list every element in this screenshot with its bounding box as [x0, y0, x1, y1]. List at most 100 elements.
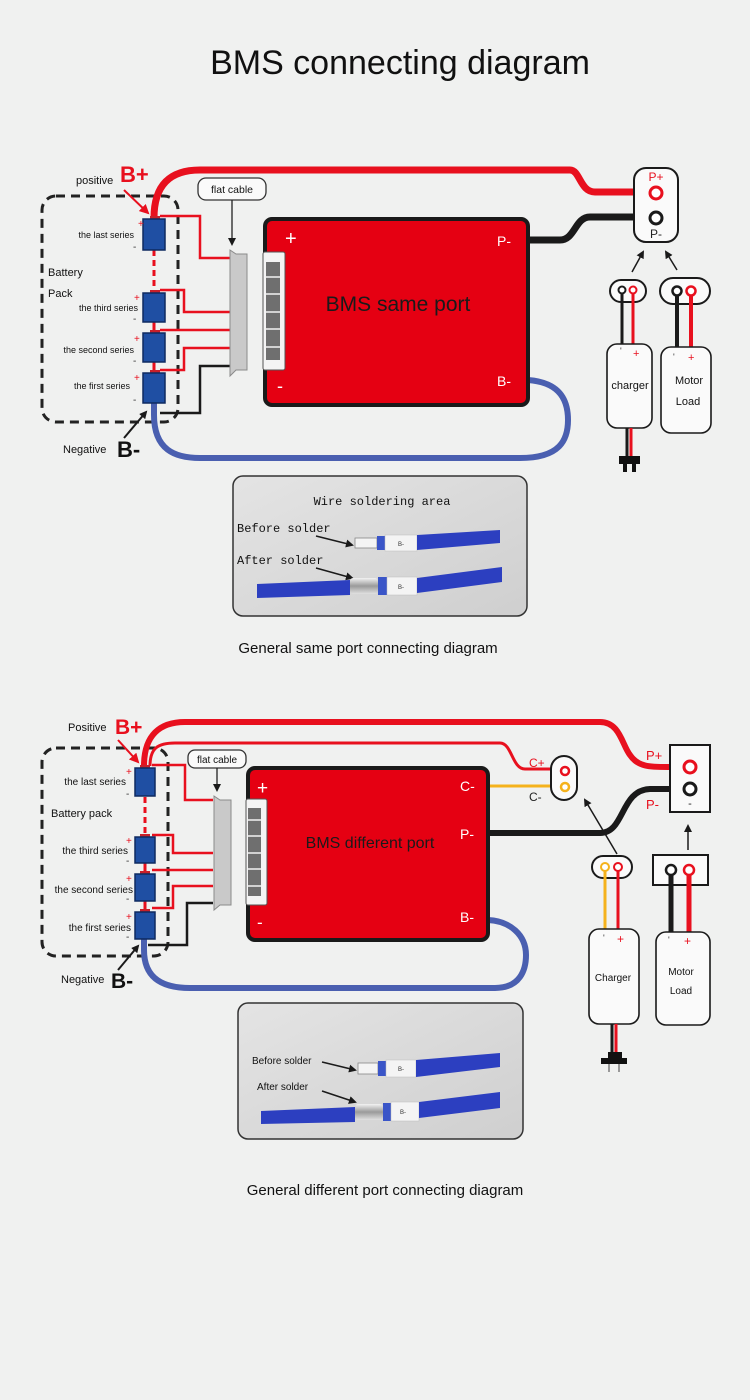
c-minus-label: C- — [529, 790, 542, 804]
caption-same-port: General same port connecting diagram — [238, 640, 497, 657]
c-minus-terminal — [559, 781, 571, 793]
battery-pack-outline — [40, 746, 170, 958]
before-arrow — [315, 535, 354, 548]
p-minus-wire — [528, 213, 655, 244]
battery-label: Pack — [48, 288, 73, 300]
flat-cable-label: flat cable — [211, 184, 253, 196]
battery-pack-outline — [40, 194, 180, 424]
charger-plus: + — [633, 348, 639, 360]
port-minus: - — [688, 798, 692, 810]
board-minus: - — [277, 376, 283, 396]
board-p-minus: P- — [460, 826, 474, 842]
after-solder-label: After solder — [237, 554, 323, 568]
b-minus-arrow — [117, 944, 140, 971]
charger-label: charger — [611, 380, 649, 392]
minus-sign: - — [133, 314, 136, 325]
plus-sign: + — [126, 836, 132, 847]
wire-tag: B- — [398, 585, 404, 591]
balance-wire-ground — [160, 364, 232, 415]
balance-wire-last — [160, 214, 232, 260]
charger: ' + Charger — [588, 855, 640, 1072]
charger-arrow — [631, 250, 644, 273]
b-plus-main-wire — [141, 719, 688, 770]
cell-second — [134, 871, 156, 902]
battery-label: Battery — [48, 267, 83, 279]
minus-sign: - — [126, 789, 129, 800]
cell-label: the third series — [62, 846, 128, 857]
wire-tag: B- — [400, 1110, 406, 1116]
p-plus-terminal — [648, 185, 664, 201]
cell-label: the last series — [64, 777, 126, 788]
page-title: BMS connecting diagram — [210, 44, 590, 82]
balance-wire-third — [160, 288, 232, 314]
c-plus-terminal — [559, 765, 571, 777]
plus-sign: + — [126, 912, 132, 923]
cell-first — [142, 370, 166, 404]
charge-port — [550, 755, 578, 801]
load-plus: + — [688, 352, 694, 364]
load-label-1: Motor — [668, 967, 694, 978]
solder-photo-panel: Wire soldering area Before solder B- Aft… — [232, 475, 528, 617]
p-plus-terminal — [682, 759, 698, 775]
board-b-minus: B- — [497, 373, 511, 389]
minus-sign: - — [133, 356, 136, 367]
caption-different-port: General different port connecting diagra… — [247, 1182, 524, 1199]
photo-title: Wire soldering area — [314, 495, 451, 509]
charger-minus: ' — [620, 346, 622, 356]
same-port-diagram: the last series + - the third series + -… — [40, 162, 712, 657]
board-plus: + — [257, 778, 268, 799]
b-minus-label: B- — [117, 437, 140, 462]
p-minus-terminal — [682, 781, 698, 797]
minus-sign: - — [126, 856, 129, 867]
charger-label: Charger — [595, 973, 632, 984]
minus-sign: - — [126, 932, 129, 943]
load-arrow — [664, 250, 678, 271]
charger-arrow — [583, 798, 618, 855]
bms-board — [246, 766, 490, 942]
b-plus-arrow — [123, 189, 150, 215]
balance-wire-last — [152, 763, 213, 802]
plus-sign: + — [134, 293, 140, 304]
plus-sign: + — [126, 874, 132, 885]
plus-sign: + — [126, 767, 132, 778]
positive-label: Positive — [68, 722, 107, 734]
b-plus-main-wire — [150, 166, 655, 219]
cell-first — [134, 909, 156, 940]
flat-cable-connector — [229, 249, 248, 378]
board-c-minus: C- — [460, 778, 475, 794]
load-minus: ' — [673, 352, 675, 362]
b-minus-arrow — [123, 410, 148, 439]
cell-last — [142, 216, 166, 251]
board-name: BMS different port — [306, 835, 435, 852]
b-minus-wire — [151, 377, 572, 461]
different-port-diagram: the last series + - the third series + -… — [40, 716, 711, 1199]
after-arrow — [315, 567, 354, 581]
before-arrow — [321, 1061, 357, 1073]
load-label-1: Motor — [675, 375, 703, 387]
flat-cable-label: flat cable — [197, 755, 237, 766]
plug-icon — [601, 1052, 627, 1064]
plus-sign: + — [138, 219, 144, 230]
board-p-minus: P- — [497, 233, 511, 249]
b-minus-label: B- — [111, 970, 133, 993]
charger: ' + charger — [606, 279, 653, 472]
board-name: BMS same port — [326, 293, 471, 316]
plus-sign: + — [134, 334, 140, 345]
cell-third — [142, 290, 166, 323]
port-p-plus: P+ — [648, 170, 663, 184]
cell-last — [134, 765, 156, 797]
battery-label: Battery pack — [51, 808, 113, 820]
b-minus-wire — [141, 917, 530, 991]
load-minus: ' — [668, 935, 670, 945]
cell-label: the second series — [63, 345, 134, 355]
b-plus-label: B+ — [120, 162, 149, 187]
motor-load: ' + Motor Load — [652, 854, 711, 1026]
minus-sign: - — [133, 395, 136, 406]
output-port — [633, 167, 679, 243]
minus-sign: - — [133, 242, 136, 253]
wire-tag: B- — [398, 542, 404, 548]
balance-pins — [248, 808, 261, 896]
port-p-minus: P- — [646, 797, 659, 812]
output-port — [669, 744, 711, 813]
negative-label: Negative — [61, 974, 104, 986]
